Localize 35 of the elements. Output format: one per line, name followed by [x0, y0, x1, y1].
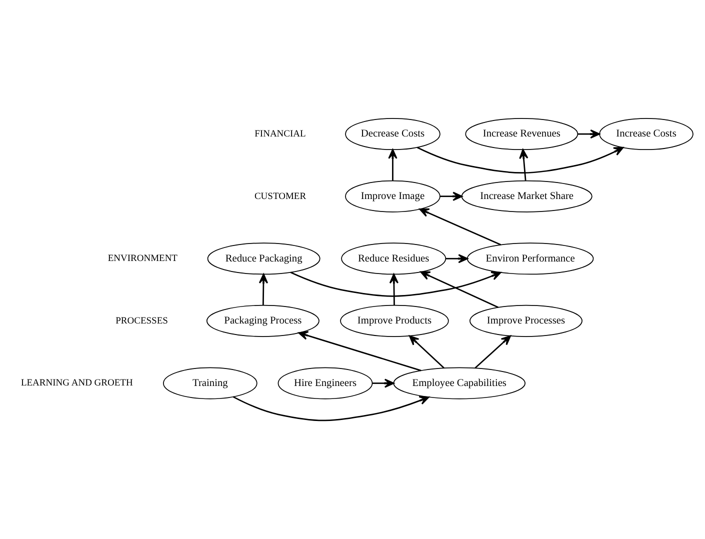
node-ellipse: Increase Revenues [465, 118, 578, 150]
arrow [290, 272, 502, 297]
arrow [578, 129, 600, 139]
arrow [389, 274, 399, 306]
node-ellipse: Decrease Costs [345, 118, 440, 150]
label: ENVIRONMENT [108, 254, 178, 264]
node-ellipse: Environ Performance [466, 242, 594, 275]
arrow [440, 192, 463, 201]
arrow [420, 271, 499, 308]
node-ellipse: Reduce Packaging [207, 242, 320, 275]
arrow [372, 378, 394, 388]
arrow [298, 331, 422, 372]
node-ellipse: Improve Processes [470, 304, 582, 337]
arrow [519, 149, 528, 181]
arrow [388, 149, 398, 180]
label: CUSTOMER [254, 192, 306, 202]
arrow [419, 208, 502, 246]
arrow [474, 335, 511, 369]
node-ellipse: Employee Capabilities [393, 367, 526, 400]
node-ellipse: Increase Costs [599, 118, 694, 150]
arrow [417, 146, 624, 174]
node-ellipse: Reduce Residues [341, 242, 446, 275]
node-ellipse: Packaging Process [206, 304, 320, 337]
node-ellipse: Hire Engineers [278, 367, 373, 400]
label: PROCESSES [116, 316, 168, 326]
label: LEARNING AND GROETH [20, 378, 133, 389]
node-ellipse: Improve Image [345, 180, 440, 212]
arrow [232, 396, 430, 422]
node-ellipse: Improve Products [340, 304, 449, 337]
arrow [446, 254, 468, 264]
arrow [409, 335, 444, 369]
label: FINANCIAL [254, 129, 306, 140]
node-ellipse: Training [163, 367, 258, 400]
arrow [258, 274, 268, 306]
node-ellipse: Increase Market Share [461, 180, 592, 212]
